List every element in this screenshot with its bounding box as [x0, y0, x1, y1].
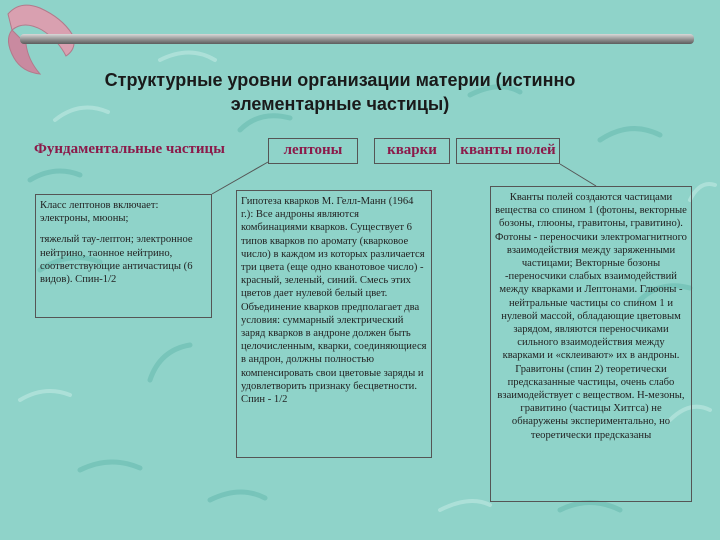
page-title: Структурные уровни организации материи (…	[60, 68, 620, 116]
header-field-quanta: кванты полей	[456, 138, 560, 164]
leptons-para-2: тяжелый тау-лептон; электронное нейтрино…	[40, 234, 193, 286]
field-quanta-description: Кванты полей создаются частицами веществ…	[490, 186, 692, 502]
title-line-2: элементарные частицы)	[230, 94, 450, 114]
title-line-1: Структурные уровни организации материи (…	[104, 70, 576, 90]
leptons-para-1: Класс лептонов включает: электроны, мюон…	[40, 200, 159, 225]
boomerang-logo	[7, 4, 75, 75]
leptons-description: Класс лептонов включает: электроны, мюон…	[35, 194, 212, 318]
header-bar	[20, 34, 694, 44]
header-fundamental: Фундаментальные частицы	[34, 141, 225, 157]
header-quarks: кварки	[374, 138, 450, 164]
header-leptons: лептоны	[268, 138, 358, 164]
quarks-description: Гипотеза кварков М. Гелл-Манн (1964 г.):…	[236, 190, 432, 458]
